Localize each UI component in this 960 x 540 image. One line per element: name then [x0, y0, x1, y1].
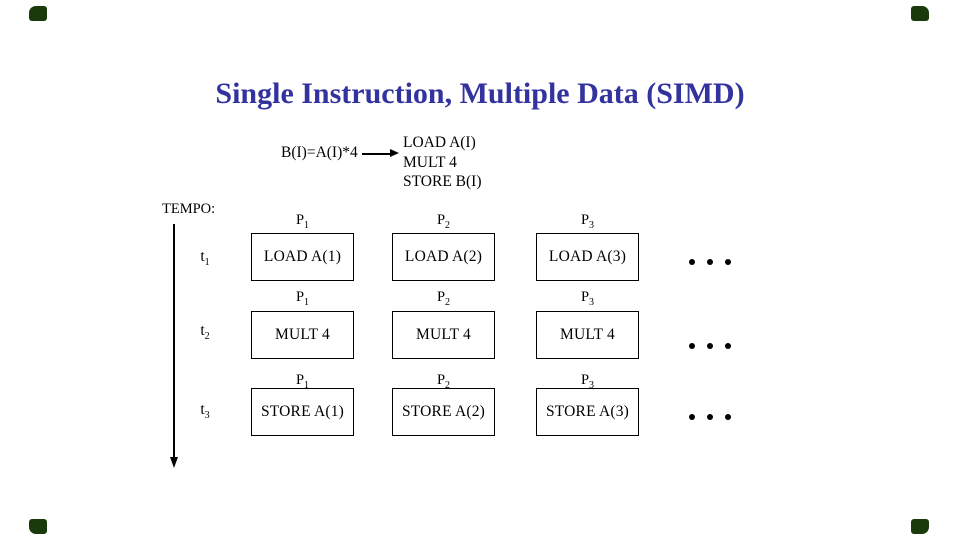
corner-accent-bottom-right: [911, 519, 929, 534]
operation-text: STORE A(2): [401, 403, 486, 420]
processor-header: P3: [580, 212, 595, 231]
time-label-t1: t1: [200, 248, 210, 269]
processor-header: P3: [580, 289, 595, 308]
processor-header: P1: [295, 372, 310, 391]
operation-text: STORE A(3): [545, 403, 630, 420]
operation-text: MULT 4: [415, 326, 472, 343]
operation-text: MULT 4: [274, 326, 331, 343]
time-axis-line: [173, 224, 175, 458]
processor-header: P1: [295, 289, 310, 308]
operation-box: MULT 4: [251, 311, 354, 359]
operation-box: LOAD A(1): [251, 233, 354, 281]
maps-to-arrow-line: [362, 153, 390, 155]
operation-text: LOAD A(1): [263, 248, 342, 265]
operation-text: STORE A(1): [260, 403, 345, 420]
instruction-line: LOAD A(I): [403, 134, 476, 151]
operation-box: LOAD A(2): [392, 233, 495, 281]
ellipsis-dots: [689, 414, 731, 420]
operation-box: MULT 4: [392, 311, 495, 359]
operation-text: LOAD A(3): [548, 248, 627, 265]
instruction-line: MULT 4: [403, 153, 457, 171]
instruction-sequence: LOAD A(I) MULT 4 STORE B(I): [403, 133, 482, 192]
processor-header: P2: [436, 372, 451, 391]
corner-accent-top-left: [29, 6, 47, 21]
time-label-t2: t2: [200, 322, 210, 343]
operation-box: STORE A(2): [392, 388, 495, 436]
corner-accent-top-right: [911, 6, 929, 21]
scalar-statement: B(I)=A(I)*4: [281, 144, 358, 161]
slide-title: Single Instruction, Multiple Data (SIMD): [215, 77, 745, 110]
ellipsis-dots: [689, 343, 731, 349]
operation-box: LOAD A(3): [536, 233, 639, 281]
time-axis-arrow-head-icon: [169, 457, 178, 468]
operation-box: MULT 4: [536, 311, 639, 359]
operation-box: STORE A(1): [251, 388, 354, 436]
processor-header: P3: [580, 372, 595, 391]
corner-accent-bottom-left: [29, 519, 47, 534]
operation-text: LOAD A(2): [404, 248, 483, 265]
maps-to-arrow-head-icon: [390, 149, 399, 157]
tempo-label: TEMPO:: [162, 201, 216, 217]
processor-header: P1: [295, 212, 310, 231]
ellipsis-dots: [689, 259, 731, 265]
time-label-t3: t3: [200, 401, 210, 422]
instruction-line: STORE B(I): [403, 173, 482, 190]
processor-header: P2: [436, 289, 451, 308]
operation-text: MULT 4: [559, 326, 616, 343]
operation-box: STORE A(3): [536, 388, 639, 436]
processor-header: P2: [436, 212, 451, 231]
